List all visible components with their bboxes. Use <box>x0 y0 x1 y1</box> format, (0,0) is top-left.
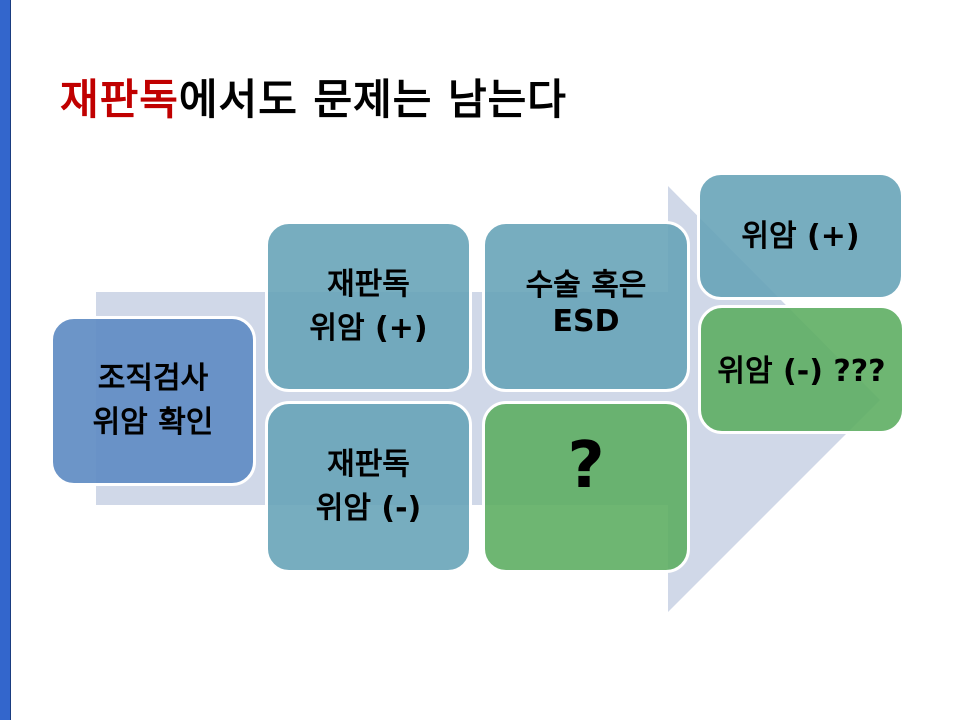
title-rest: 에서도 문제는 남는다 <box>178 75 567 124</box>
box-treatment-line1: 수술 혹은 <box>525 268 647 303</box>
box-reread-negative-line1: 재판독 <box>327 447 410 482</box>
box-outcome-positive-text: 위암 (+) <box>741 219 860 254</box>
box-unknown-text: ? <box>567 429 605 503</box>
sidebar-accent-bar <box>0 0 11 720</box>
box-treatment-line2: ESD <box>552 304 620 339</box>
box-outcome-negative: 위암 (-) ??? <box>698 305 905 434</box>
box-reread-positive-line1: 재판독 <box>327 266 410 302</box>
box-unknown: ? <box>482 401 690 573</box>
box-biopsy-line2: 위암 확인 <box>92 405 214 440</box>
box-biopsy-line1: 조직검사 <box>97 361 209 396</box>
box-reread-negative-line2: 위암 (-) <box>315 491 422 526</box>
box-outcome-negative-text: 위암 (-) ??? <box>717 354 886 389</box>
box-reread-positive-line2: 위암 (+) <box>309 310 428 346</box>
slide-title: 재판독에서도 문제는 남는다 <box>60 66 567 127</box>
title-highlight: 재판독 <box>60 75 179 124</box>
box-outcome-positive: 위암 (+) <box>697 172 904 300</box>
